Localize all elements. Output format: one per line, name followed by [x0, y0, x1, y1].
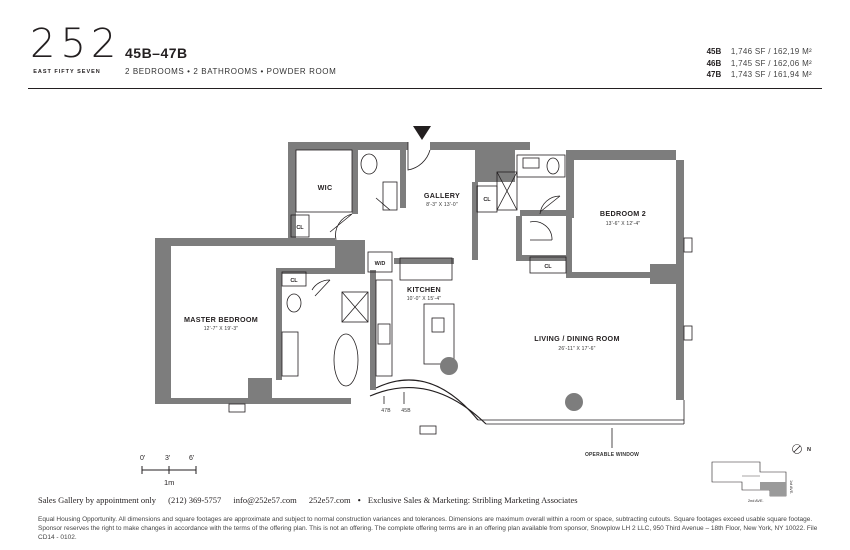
unit-subtitle: 2 BEDROOMS • 2 BATHROOMS • POWDER ROOM — [125, 67, 337, 76]
room-label-master: MASTER BEDROOM — [184, 315, 258, 324]
svg-text:N: N — [807, 447, 811, 453]
unit-title: 45B–47B — [125, 45, 188, 61]
entry-arrow-icon — [413, 126, 431, 140]
logo-number: 252 — [30, 21, 122, 67]
email-link[interactable]: info@252e57.com — [233, 495, 297, 505]
closet-label: CL — [544, 264, 552, 270]
area-row: 47B 1,743 SF / 161,94 M² — [706, 70, 812, 79]
closet-label: CL — [290, 278, 298, 284]
room-label-gallery: GALLERY — [424, 191, 460, 200]
scale-bar-graphic — [141, 466, 197, 474]
closet-outline — [290, 214, 310, 238]
floor-label-45b: 45B — [401, 408, 411, 414]
washer-dryer-outline — [367, 251, 393, 273]
round-column — [440, 357, 458, 375]
bathtub — [333, 333, 359, 387]
website-link[interactable]: 252e57.com — [308, 495, 351, 505]
key-plan: 1st AVE. 2nd AVE. — [711, 461, 793, 503]
area-row: 46B 1,745 SF / 162,06 M² — [706, 58, 812, 68]
closet-outline — [529, 256, 567, 274]
closet-label: CL — [483, 197, 491, 203]
floor-label-47b: 47B — [381, 408, 391, 414]
interior-lines — [228, 142, 693, 448]
area-table: 45B 1,746 SF / 162,19 M² 46B 1,745 SF / … — [707, 46, 812, 81]
west-wall — [155, 238, 171, 404]
room-dim-gallery: 8'-3" X 13'-0" — [426, 202, 458, 208]
round-column — [565, 393, 583, 411]
room-label-living: LIVING / DINING ROOM — [534, 334, 619, 343]
keyplan-street-side: 1st AVE. — [789, 480, 793, 494]
keyplan-street-bottom: 2nd AVE. — [748, 499, 764, 503]
phone-number: (212) 369-5757 — [168, 495, 222, 505]
closet-outline — [281, 271, 307, 287]
area-row: 45B 1,746 SF / 162,19 M² — [706, 47, 812, 56]
toilet — [360, 153, 378, 175]
room-label-wic: WIC — [318, 183, 333, 192]
legal-disclaimer: Equal Housing Opportunity. All dimension… — [38, 516, 818, 541]
room-label-bedroom2: BEDROOM 2 — [600, 209, 646, 218]
building-logo: 252 EAST FIFTY SEVEN — [30, 21, 122, 75]
closet-label: CL — [296, 225, 304, 231]
sales-contact-line: Sales Gallery by appointment only (212) … — [38, 495, 578, 505]
operable-window-label: OPERABLE WINDOW — [585, 452, 639, 458]
washer-dryer-label: W/D — [375, 261, 386, 267]
room-label-kitchen: KITCHEN — [407, 285, 441, 294]
header-divider — [28, 88, 822, 89]
wic-outline — [295, 149, 353, 213]
room-dim-kitchen: 10'-0" X 15'-4" — [407, 296, 442, 302]
room-dim-bedroom2: 13'-6" X 12'-4" — [606, 221, 641, 227]
entry-door — [407, 142, 431, 171]
kitchen-island — [423, 303, 455, 365]
room-dim-master: 12'-7" X 19'-3" — [204, 326, 239, 332]
room-dim-living: 26'-11" X 17'-6" — [558, 346, 595, 352]
curved-bay-wall — [375, 379, 479, 421]
walls — [155, 142, 684, 404]
logo-subtitle: EAST FIFTY SEVEN — [33, 69, 101, 75]
north-arrow-icon: N — [792, 444, 811, 454]
master-north-wall — [155, 238, 335, 246]
